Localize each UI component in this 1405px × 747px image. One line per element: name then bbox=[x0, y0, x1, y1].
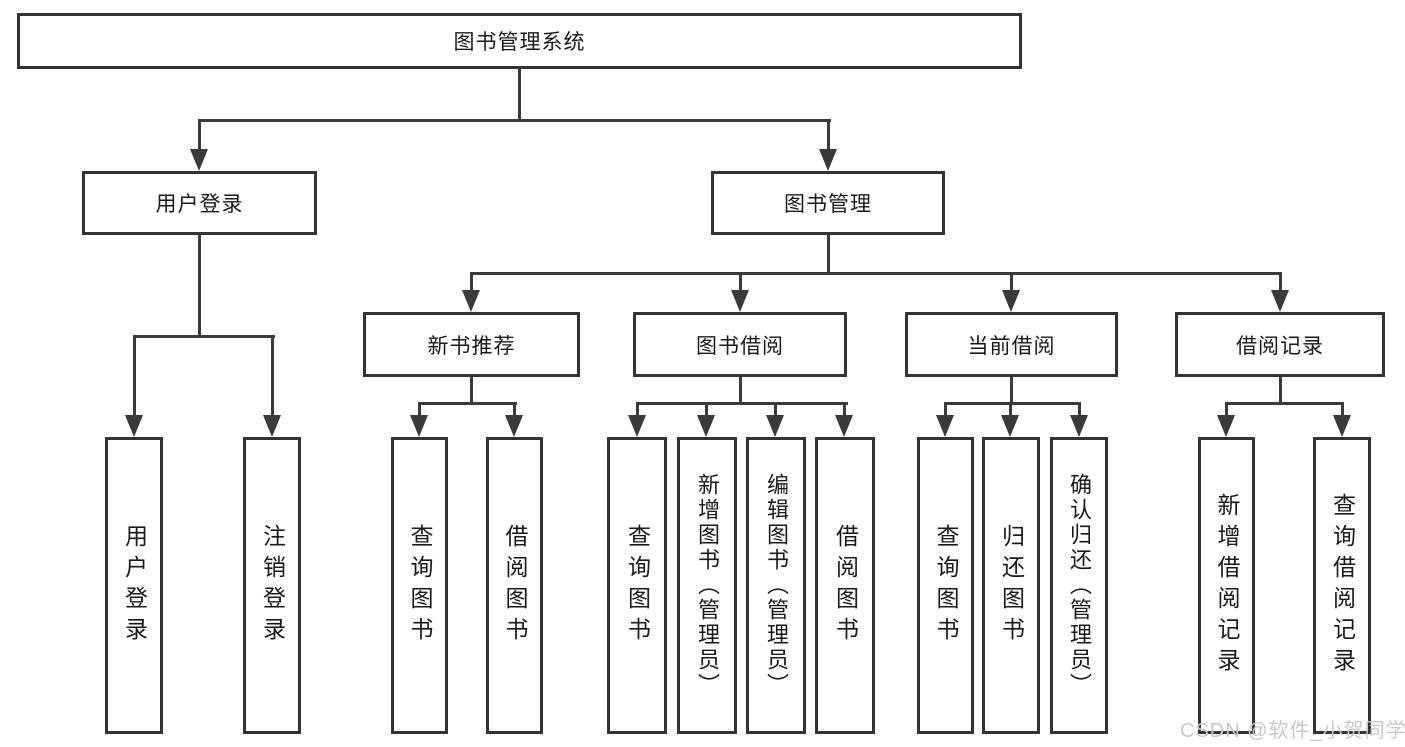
node-label: 图书借阅 bbox=[696, 334, 784, 358]
node-borrow-records: 借阅记录 bbox=[1175, 312, 1385, 377]
arrowhead-icon bbox=[936, 415, 954, 437]
node-label: 当前借阅 bbox=[967, 334, 1056, 358]
arrowhead-icon bbox=[697, 415, 715, 437]
leaf-borrow-books-recommend: 借阅图书 bbox=[486, 437, 543, 734]
connector-line bbox=[705, 403, 708, 418]
leaf-edit-book-admin: 编辑图书（管理员） bbox=[746, 437, 806, 734]
connector-line bbox=[518, 69, 521, 120]
connector-line bbox=[1341, 403, 1344, 418]
connector-line bbox=[636, 403, 639, 418]
node-label: 借阅记录 bbox=[1236, 334, 1324, 358]
connector-line bbox=[1225, 402, 1344, 405]
arrowhead-icon bbox=[410, 415, 428, 437]
connector-line bbox=[944, 403, 947, 418]
connector-line bbox=[133, 335, 275, 338]
leaf-query-books-borrow: 查询图书 bbox=[607, 437, 667, 734]
arrowhead-icon bbox=[766, 415, 784, 437]
leaf-query-books-recommend: 查询图书 bbox=[391, 437, 448, 734]
arrowhead-icon bbox=[819, 149, 837, 171]
arrowhead-icon bbox=[1333, 415, 1351, 437]
connector-line bbox=[133, 336, 136, 417]
arrowhead-icon bbox=[125, 415, 143, 437]
leaf-label: 查询图书 bbox=[407, 523, 433, 648]
leaf-add-borrow-record: 新增借阅记录 bbox=[1198, 437, 1255, 734]
connector-line bbox=[843, 403, 846, 418]
leaf-label: 新增图书（管理员） bbox=[695, 473, 720, 698]
leaf-label: 查询借阅记录 bbox=[1329, 492, 1356, 679]
connector-line bbox=[1010, 273, 1013, 292]
connector-line bbox=[198, 235, 201, 336]
connector-line bbox=[470, 377, 473, 404]
leaf-label: 借阅图书 bbox=[832, 523, 859, 648]
arrowhead-icon bbox=[731, 290, 749, 312]
node-root-library-system: 图书管理系统 bbox=[17, 13, 1022, 69]
arrowhead-icon bbox=[628, 415, 646, 437]
connector-line bbox=[1225, 403, 1228, 418]
arrowhead-icon bbox=[190, 149, 208, 171]
leaf-query-borrow-record: 查询借阅记录 bbox=[1313, 437, 1371, 734]
node-user-login: 用户登录 bbox=[82, 171, 317, 235]
connector-line bbox=[513, 403, 516, 418]
arrowhead-icon bbox=[1002, 290, 1020, 312]
node-book-borrow: 图书借阅 bbox=[633, 312, 847, 377]
arrowhead-icon bbox=[1001, 415, 1019, 437]
node-new-book-recommend: 新书推荐 bbox=[363, 312, 580, 377]
arrowhead-icon bbox=[1271, 290, 1289, 312]
connector-line bbox=[470, 272, 1282, 275]
leaf-label: 查询图书 bbox=[933, 523, 959, 648]
leaf-add-book-admin: 新增图书（管理员） bbox=[677, 437, 737, 734]
leaf-label: 用户登录 bbox=[121, 523, 148, 648]
leaf-label: 编辑图书（管理员） bbox=[764, 473, 789, 698]
connector-line bbox=[198, 120, 201, 152]
leaf-label: 借阅图书 bbox=[502, 523, 528, 648]
node-label: 用户登录 bbox=[155, 193, 244, 216]
arrowhead-icon bbox=[263, 415, 281, 437]
arrowhead-icon bbox=[462, 290, 480, 312]
leaf-user-login: 用户登录 bbox=[105, 437, 163, 734]
node-book-management: 图书管理 bbox=[711, 171, 945, 235]
connector-line bbox=[1279, 377, 1282, 404]
leaf-label: 新增借阅记录 bbox=[1214, 492, 1240, 679]
connector-line bbox=[418, 403, 421, 418]
connector-line bbox=[1009, 403, 1012, 418]
arrowhead-icon bbox=[835, 415, 853, 437]
connector-line bbox=[774, 403, 777, 418]
connector-line bbox=[827, 235, 830, 273]
leaf-confirm-return-admin: 确认归还（管理员） bbox=[1050, 437, 1108, 734]
leaf-query-books-current: 查询图书 bbox=[917, 437, 974, 734]
connector-line bbox=[198, 119, 831, 122]
connector-line bbox=[1078, 403, 1081, 418]
leaf-label: 注销登录 bbox=[259, 523, 286, 648]
leaf-borrow-books-2: 借阅图书 bbox=[815, 437, 875, 734]
connector-line bbox=[1010, 377, 1013, 404]
connector-line bbox=[271, 336, 274, 417]
node-label: 图书管理系统 bbox=[453, 31, 586, 54]
node-current-borrow: 当前借阅 bbox=[905, 312, 1118, 377]
arrowhead-icon bbox=[1217, 415, 1235, 437]
leaf-return-book: 归还图书 bbox=[982, 437, 1040, 734]
connector-line bbox=[418, 402, 517, 405]
leaf-label: 确认归还（管理员） bbox=[1067, 473, 1092, 698]
connector-line bbox=[827, 120, 830, 152]
leaf-label: 查询图书 bbox=[624, 523, 651, 648]
arrowhead-icon bbox=[1070, 415, 1088, 437]
arrowhead-icon bbox=[505, 415, 523, 437]
connector-line bbox=[1279, 273, 1282, 292]
connector-line bbox=[944, 402, 1081, 405]
leaf-logout: 注销登录 bbox=[243, 437, 301, 734]
connector-line bbox=[636, 402, 848, 405]
leaf-label: 归还图书 bbox=[998, 523, 1025, 648]
node-label: 新书推荐 bbox=[427, 334, 516, 358]
connector-line bbox=[739, 273, 742, 292]
csdn-watermark: CSDN @软件_小贺同学 bbox=[1180, 720, 1405, 742]
connector-line bbox=[739, 377, 742, 404]
connector-line bbox=[470, 273, 473, 292]
node-label: 图书管理 bbox=[784, 193, 872, 216]
